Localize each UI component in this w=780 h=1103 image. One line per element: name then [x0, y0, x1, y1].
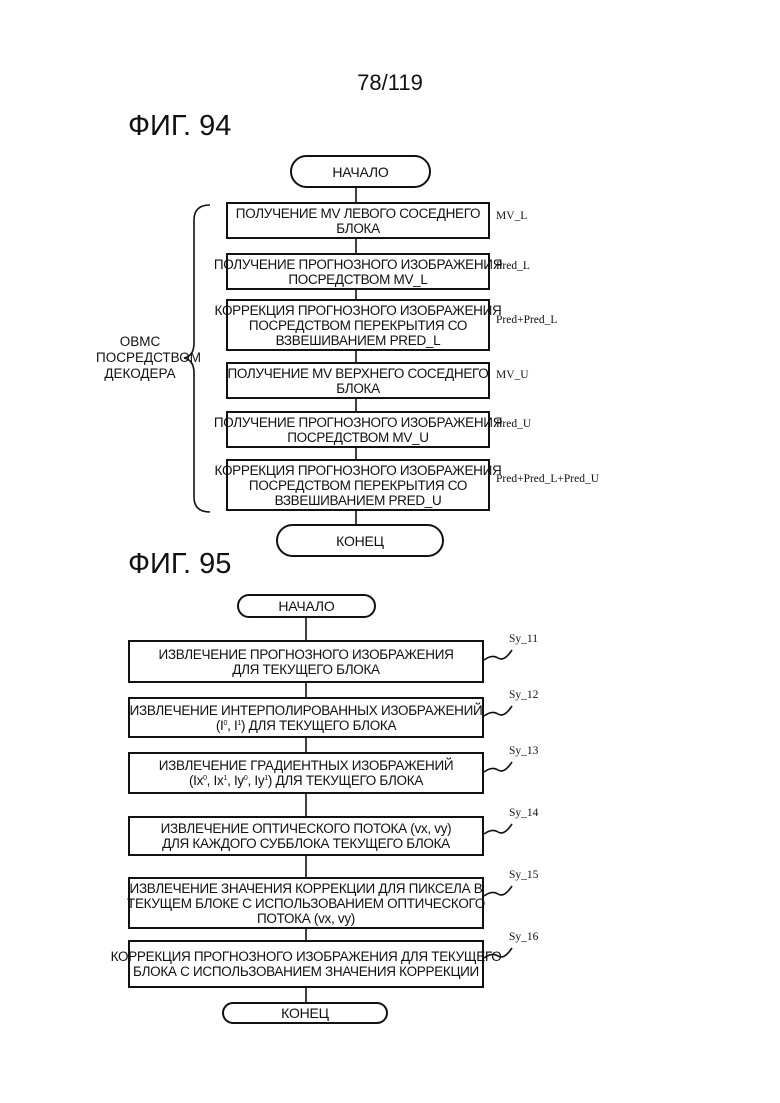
fig95-step-1: ИЗВЛЕЧЕНИЕ ПРОГНОЗНОГО ИЗОБРАЖЕНИЯ ДЛЯ Т… — [128, 640, 484, 683]
fig94-step-4-line-1: ПОЛУЧЕНИЕ MV ВЕРХНЕГО СОСЕДНЕГО — [227, 366, 488, 381]
fig95-step-6-line-1: КОРРЕКЦИЯ ПРОГНОЗНОГО ИЗОБРАЖЕНИЯ ДЛЯ ТЕ… — [111, 949, 502, 964]
fig95-step-3-b: , Ix — [207, 773, 224, 788]
fig95-end-terminal: КОНЕЦ — [222, 1002, 388, 1024]
fig95-step-5-line-2: ТЕКУЩЕМ БЛОКЕ С ИСПОЛЬЗОВАНИЕМ ОПТИЧЕСКО… — [127, 896, 485, 911]
fig94-step-6: КОРРЕКЦИЯ ПРОГНОЗНОГО ИЗОБРАЖЕНИЯ ПОСРЕД… — [226, 459, 490, 511]
fig94-step-5-side-label: Pred_U — [496, 418, 531, 430]
fig95-step-3: ИЗВЛЕЧЕНИЕ ГРАДИЕНТНЫХ ИЗОБРАЖЕНИЙ (Ix0,… — [128, 752, 484, 794]
fig95-step-3-d: , Iy — [247, 773, 264, 788]
fig94-title: ФИГ. 94 — [128, 110, 231, 143]
fig94-step-5-line-2: ПОСРЕДСТВОМ MV_U — [287, 430, 428, 445]
fig95-step-3-line-1: ИЗВЛЕЧЕНИЕ ГРАДИЕНТНЫХ ИЗОБРАЖЕНИЙ — [159, 758, 454, 773]
fig95-step-3-line-2: (Ix0, Ix1, Iy0, Iy1) ДЛЯ ТЕКУЩЕГО БЛОКА — [189, 773, 423, 788]
fig95-end-label: КОНЕЦ — [281, 1005, 329, 1021]
fig95-step-4: ИЗВЛЕЧЕНИЕ ОПТИЧЕСКОГО ПОТОКА (vx, vy) Д… — [128, 816, 484, 856]
fig95-step-1-side-label: Sy_11 — [509, 633, 538, 645]
fig95-start-terminal: НАЧАЛО — [237, 594, 376, 618]
fig94-step-6-line-1: КОРРЕКЦИЯ ПРОГНОЗНОГО ИЗОБРАЖЕНИЯ — [215, 463, 502, 478]
fig95-step-5-line-1: ИЗВЛЕЧЕНИЕ ЗНАЧЕНИЯ КОРРЕКЦИИ ДЛЯ ПИКСЕЛ… — [130, 881, 483, 896]
fig94-step-1: ПОЛУЧЕНИЕ MV ЛЕВОГО СОСЕДНЕГО БЛОКА — [226, 202, 490, 239]
fig95-step-5-side-label: Sy_15 — [509, 869, 538, 881]
fig95-title: ФИГ. 95 — [128, 548, 231, 581]
fig95-step-1-line-1: ИЗВЛЕЧЕНИЕ ПРОГНОЗНОГО ИЗОБРАЖЕНИЯ — [158, 647, 453, 662]
fig94-step-6-line-3: ВЗВЕШИВАНИЕМ PRED_U — [275, 493, 442, 508]
fig95-step-6-line-2: БЛОКА С ИСПОЛЬЗОВАНИЕМ ЗНАЧЕНИЯ КОРРЕКЦИ… — [133, 964, 479, 979]
fig94-step-3-line-1: КОРРЕКЦИЯ ПРОГНОЗНОГО ИЗОБРАЖЕНИЯ — [215, 303, 502, 318]
fig94-step-2-side-label: Pred_L — [496, 260, 530, 272]
fig94-step-4-side-label: MV_U — [496, 369, 529, 381]
fig94-step-3-line-3: ВЗВЕШИВАНИЕМ PRED_L — [276, 333, 441, 348]
fig94-step-2-line-2: ПОСРЕДСТВОМ MV_L — [288, 272, 427, 287]
obmc-decoder-label: OBMC ПОСРЕДСТВОМ ДЕКОДЕРА — [96, 334, 184, 382]
obmc-label-line-1: OBMC — [96, 334, 184, 350]
fig95-start-label: НАЧАЛО — [278, 598, 334, 614]
fig94-step-3: КОРРЕКЦИЯ ПРОГНОЗНОГО ИЗОБРАЖЕНИЯ ПОСРЕД… — [226, 299, 490, 351]
page-number: 78/119 — [0, 70, 780, 96]
fig94-step-6-side-label: Pred+Pred_L+Pred_U — [496, 473, 599, 485]
fig94-step-1-line-1: ПОЛУЧЕНИЕ MV ЛЕВОГО СОСЕДНЕГО — [236, 206, 480, 221]
fig94-step-6-line-2: ПОСРЕДСТВОМ ПЕРЕКРЫТИЯ СО — [249, 478, 467, 493]
fig95-step-6-side-label: Sy_16 — [509, 931, 538, 943]
fig95-step-2-side-label: Sy_12 — [509, 689, 538, 701]
obmc-label-line-2: ПОСРЕДСТВОМ — [96, 350, 184, 366]
fig94-step-3-line-2: ПОСРЕДСТВОМ ПЕРЕКРЫТИЯ СО — [249, 318, 467, 333]
fig95-step-5-line-3: ПОТОКА (vx, vy) — [257, 911, 355, 926]
fig94-step-1-side-label: MV_L — [496, 210, 527, 222]
fig94-step-2-line-1: ПОЛУЧЕНИЕ ПРОГНОЗНОГО ИЗОБРАЖЕНИЯ — [214, 257, 502, 272]
fig94-step-2: ПОЛУЧЕНИЕ ПРОГНОЗНОГО ИЗОБРАЖЕНИЯ ПОСРЕД… — [226, 253, 490, 290]
fig94-start-label: НАЧАЛО — [332, 164, 388, 180]
obmc-label-line-3: ДЕКОДЕРА — [96, 366, 184, 382]
fig95-step-2-post: ) ДЛЯ ТЕКУЩЕГО БЛОКА — [241, 718, 396, 733]
fig94-step-4-line-2: БЛОКА — [336, 381, 380, 396]
fig94-step-3-side-label: Pred+Pred_L — [496, 314, 557, 326]
fig95-step-3-side-label: Sy_13 — [509, 745, 538, 757]
fig95-step-3-post: ) ДЛЯ ТЕКУЩЕГО БЛОКА — [268, 773, 423, 788]
fig95-step-4-line-1: ИЗВЛЕЧЕНИЕ ОПТИЧЕСКОГО ПОТОКА (vx, vy) — [161, 821, 452, 836]
fig95-step-2-line-2: (I0, I1) ДЛЯ ТЕКУЩЕГО БЛОКА — [216, 718, 396, 733]
fig94-end-terminal: КОНЕЦ — [276, 524, 444, 557]
fig94-step-4: ПОЛУЧЕНИЕ MV ВЕРХНЕГО СОСЕДНЕГО БЛОКА — [226, 362, 490, 399]
fig94-step-5: ПОЛУЧЕНИЕ ПРОГНОЗНОГО ИЗОБРАЖЕНИЯ ПОСРЕД… — [226, 411, 490, 448]
fig95-step-5: ИЗВЛЕЧЕНИЕ ЗНАЧЕНИЯ КОРРЕКЦИИ ДЛЯ ПИКСЕЛ… — [128, 877, 484, 929]
fig95-step-3-a: (Ix — [189, 773, 203, 788]
fig95-step-2-mid: , I — [227, 718, 237, 733]
fig94-step-1-line-2: БЛОКА — [336, 221, 380, 236]
fig94-end-label: КОНЕЦ — [336, 533, 384, 549]
fig95-step-1-line-2: ДЛЯ ТЕКУЩЕГО БЛОКА — [232, 662, 380, 677]
fig95-step-2-line-1: ИЗВЛЕЧЕНИЕ ИНТЕРПОЛИРОВАННЫХ ИЗОБРАЖЕНИЙ — [130, 703, 483, 718]
fig94-start-terminal: НАЧАЛО — [290, 155, 431, 188]
fig95-step-3-c: , Iy — [227, 773, 244, 788]
fig95-step-6: КОРРЕКЦИЯ ПРОГНОЗНОГО ИЗОБРАЖЕНИЯ ДЛЯ ТЕ… — [128, 940, 484, 988]
fig94-step-5-line-1: ПОЛУЧЕНИЕ ПРОГНОЗНОГО ИЗОБРАЖЕНИЯ — [214, 415, 502, 430]
fig95-step-4-side-label: Sy_14 — [509, 807, 538, 819]
fig95-step-4-line-2: ДЛЯ КАЖДОГО СУББЛОКА ТЕКУЩЕГО БЛОКА — [162, 836, 450, 851]
fig95-step-2: ИЗВЛЕЧЕНИЕ ИНТЕРПОЛИРОВАННЫХ ИЗОБРАЖЕНИЙ… — [128, 697, 484, 738]
